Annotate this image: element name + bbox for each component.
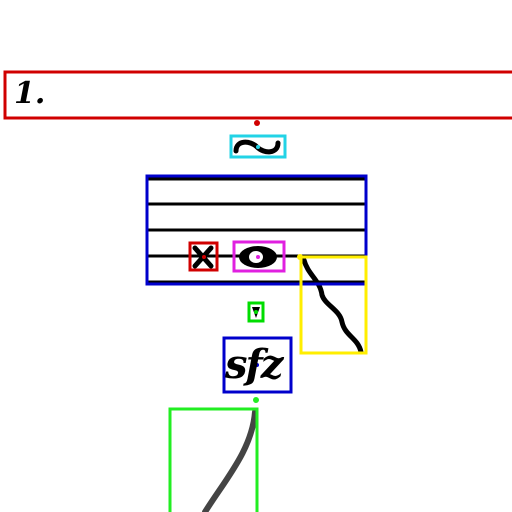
- turn-box: [229, 134, 287, 159]
- staff-box: [145, 174, 368, 286]
- anchor-points: [202, 120, 303, 403]
- notehead-box: [232, 240, 286, 273]
- accidental-box: [188, 241, 219, 272]
- dynamic-box: [222, 336, 293, 394]
- slur-curve-icon: [301, 257, 364, 355]
- tie-curve-icon: [202, 409, 258, 512]
- slur-box: [299, 255, 368, 355]
- tie-box: [168, 407, 259, 512]
- measure-number-box: [3, 70, 512, 120]
- measure-number: 1.: [14, 76, 46, 111]
- accent-box: [247, 301, 265, 323]
- dynamic-marking: sfz: [225, 341, 283, 388]
